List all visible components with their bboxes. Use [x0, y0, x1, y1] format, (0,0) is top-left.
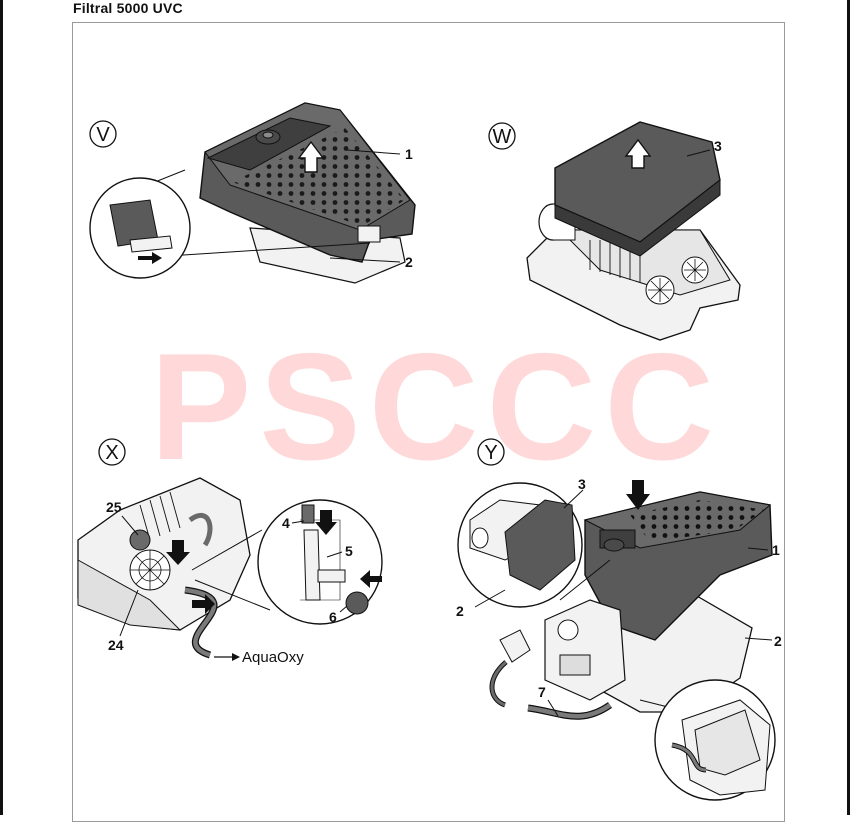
panel-y: Y: [456, 438, 782, 801]
panel-x: X AquaOxy: [77, 438, 383, 666]
panel-v-lift-arrow: [297, 140, 325, 173]
panel-w-badge: [488, 122, 516, 150]
panel-v-letter: V: [96, 124, 110, 146]
panel-v-badge: [89, 120, 117, 148]
panel-y-callout-2-left: 2: [456, 603, 464, 619]
panel-v-callout-2: 2: [405, 254, 413, 270]
panel-w: W 3: [488, 121, 741, 341]
panel-w-callout-3: 3: [714, 138, 722, 154]
panel-x-letter: X: [105, 442, 118, 464]
watermark-text: PSCCC: [150, 322, 723, 492]
panel-y-callout-1: 1: [772, 542, 780, 558]
panel-x-callout-25: 25: [106, 499, 122, 515]
panel-w-lift-arrow: [624, 138, 652, 169]
panel-x-badge: [98, 438, 126, 466]
panel-y-callout-3: 3: [578, 476, 586, 492]
document-title: Filtral 5000 UVC: [73, 0, 183, 16]
panel-y-callout-2-right: 2: [774, 633, 782, 649]
panel-y-badge: [477, 438, 505, 466]
panel-x-callout-4: 4: [282, 515, 290, 531]
page-right-border: [847, 0, 850, 815]
panel-x-aquaoxy-label: AquaOxy: [242, 649, 304, 666]
panel-w-letter: W: [493, 126, 512, 148]
panel-x-callout-24: 24: [108, 637, 124, 653]
panel-y-callout-7: 7: [538, 684, 546, 700]
panel-x-callout-5: 5: [345, 543, 353, 559]
panel-y-press-arrow: [626, 480, 650, 510]
panel-y-letter: Y: [484, 442, 497, 464]
panel-x-callout-6: 6: [329, 609, 337, 625]
panel-v: V 1 2: [89, 102, 416, 284]
panel-v-callout-1: 1: [405, 146, 413, 162]
page-left-border: [0, 0, 3, 815]
panel-x-detail-callout: [257, 499, 383, 625]
